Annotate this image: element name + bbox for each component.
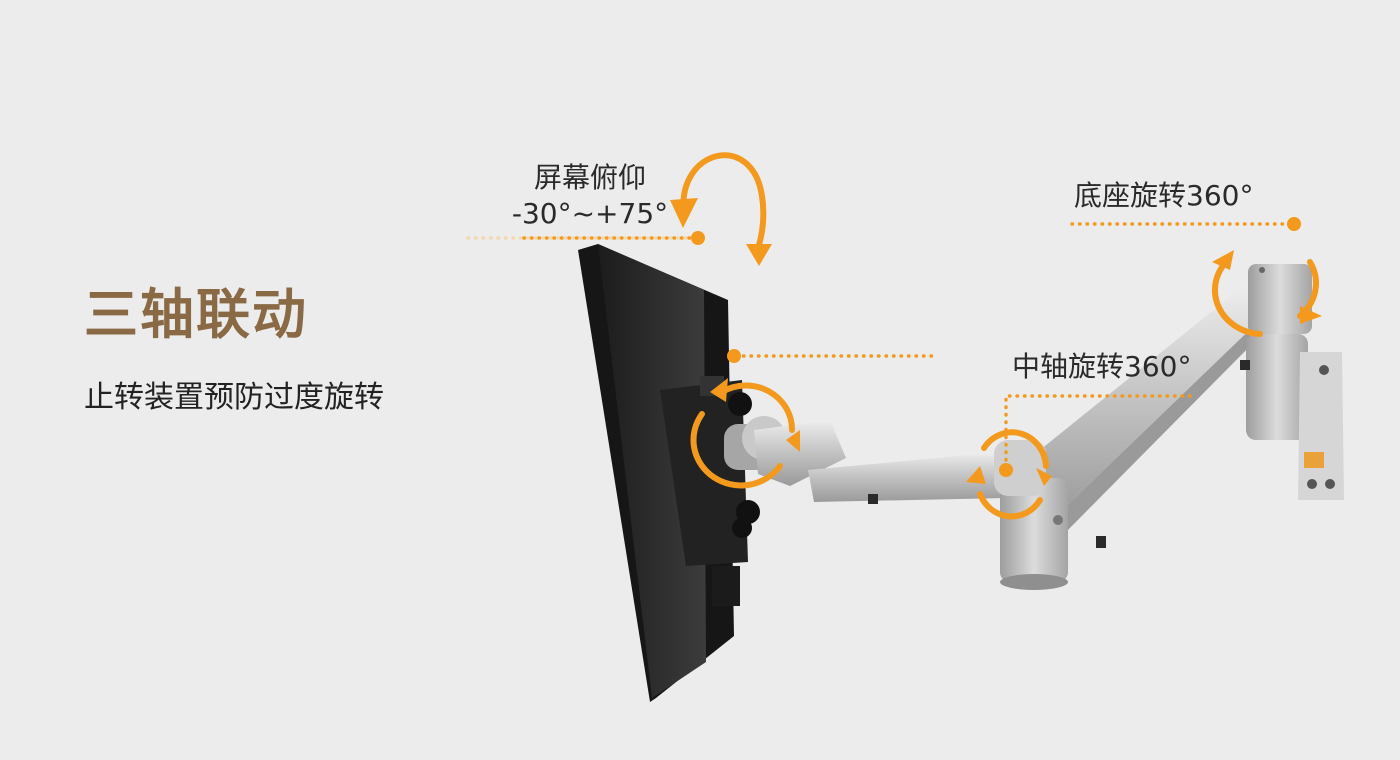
base-rotation-label: 底座旋转360° — [1074, 179, 1254, 212]
rotation-ring-icon — [977, 429, 1049, 520]
wall-plate — [1298, 352, 1344, 500]
monitor — [578, 244, 760, 702]
monitor-arm — [724, 264, 1344, 590]
guide-lines — [466, 222, 1294, 462]
middle-joint — [1000, 478, 1068, 582]
guide-dots — [691, 217, 1301, 477]
base-joint-top — [1248, 264, 1312, 334]
vesa-knob — [728, 392, 760, 538]
tilt-range: -30°~+75° — [511, 197, 669, 230]
tilt-arrow-icon — [680, 152, 767, 251]
subheadline: 止转装置预防过度旋转 — [84, 380, 384, 415]
middle-rotation-label: 中轴旋转360° — [1012, 350, 1192, 383]
tilt-callout: 屏幕俯仰 -30°~+75° — [510, 160, 670, 232]
tilt-label: 屏幕俯仰 — [533, 161, 646, 194]
base-joint-body — [1246, 334, 1308, 440]
rotation-ring-icon — [690, 382, 796, 489]
headline: 三轴联动 — [84, 283, 308, 346]
